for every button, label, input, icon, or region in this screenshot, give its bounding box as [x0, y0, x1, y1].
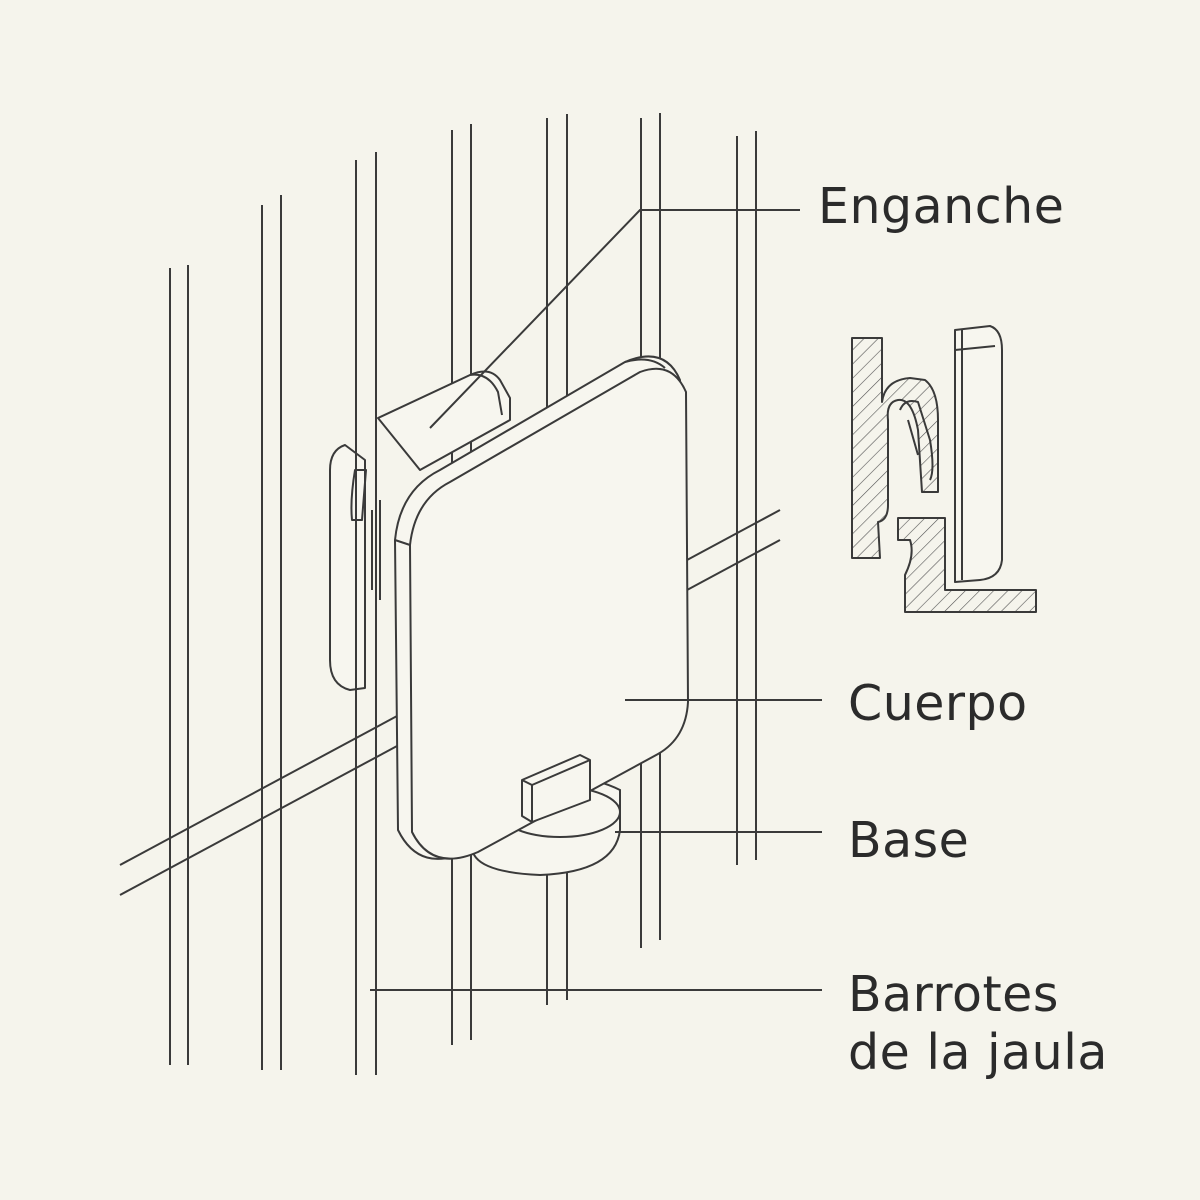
- label-hook: Enganche: [818, 178, 1065, 235]
- label-body: Cuerpo: [848, 675, 1028, 732]
- label-base: Base: [848, 812, 970, 869]
- cage-bars-front: [355, 420, 377, 700]
- label-cage-bars-line2: de la jaula: [848, 1024, 1108, 1081]
- label-cage-bars: Barrotes de la jaula: [848, 966, 1108, 1082]
- leader-lines: [370, 209, 822, 991]
- leader-hook: [429, 209, 800, 429]
- body-part: [394, 355, 689, 860]
- label-cage-bars-line1: Barrotes: [848, 966, 1059, 1023]
- cross-section-inset: [851, 325, 1037, 613]
